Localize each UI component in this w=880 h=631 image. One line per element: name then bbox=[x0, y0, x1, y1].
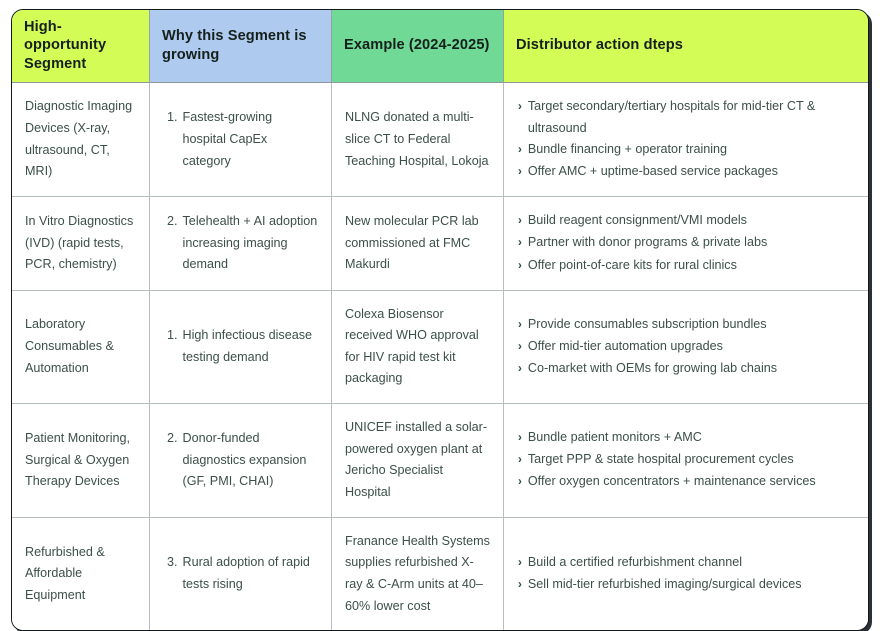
why-number: 2. bbox=[167, 214, 178, 228]
list-item: › Offer point-of-care kits for rural cli… bbox=[518, 255, 855, 277]
list-item: › Offer mid-tier automation upgrades bbox=[518, 336, 855, 358]
cell-why-growing: 2. Telehealth + AI adoption increasing i… bbox=[150, 197, 332, 291]
why-item: 2. Telehealth + AI adoption increasing i… bbox=[167, 211, 318, 276]
why-text: Telehealth + AI adoption increasing imag… bbox=[182, 214, 318, 272]
cell-distributor-actions: › Target secondary/tertiary hospitals fo… bbox=[504, 83, 868, 198]
action-step-text: Target PPP & state hospital procurement … bbox=[527, 452, 794, 467]
header-cell-example: Example (2024-2025) bbox=[332, 10, 504, 84]
header-cell-distributor-actions: Distributor action dteps bbox=[504, 10, 868, 84]
list-item: › Target secondary/tertiary hospitals fo… bbox=[518, 96, 855, 139]
why-number: 1. bbox=[167, 328, 178, 343]
action-step-text: Partner with donor programs & private la… bbox=[527, 235, 768, 250]
action-step-text: Provide consumables subscription bundles bbox=[527, 316, 767, 331]
cell-segment: Patient Monitoring, Surgical & Oxygen Th… bbox=[12, 404, 150, 518]
cell-segment: Diagnostic Imaging Devices (X-ray, ultra… bbox=[12, 83, 150, 198]
list-item: › Offer oxygen concentrators + maintenan… bbox=[518, 471, 855, 493]
chevron-right-icon: › bbox=[518, 453, 522, 467]
why-item: 1. Fastest-growing hospital CapEx catego… bbox=[167, 107, 318, 172]
table-row: Diagnostic Imaging Devices (X-ray, ultra… bbox=[12, 83, 868, 198]
cell-segment: Laboratory Consumables & Automation bbox=[12, 290, 150, 405]
why-number: 3. bbox=[167, 555, 178, 570]
high-opportunity-segment-table: High-opportunity Segment Why this Segmen… bbox=[11, 9, 869, 631]
chevron-right-icon: › bbox=[518, 236, 522, 250]
chevron-right-icon: › bbox=[518, 143, 522, 157]
why-number: 2. bbox=[167, 430, 178, 445]
cell-example: NLNG donated a multi-slice CT to Federal… bbox=[332, 83, 504, 198]
action-step-text: Target secondary/tertiary hospitals for … bbox=[527, 99, 816, 135]
table-header-row-group: High-opportunity Segment Why this Segmen… bbox=[12, 10, 868, 84]
list-item: › Build reagent consignment/VMI models bbox=[518, 210, 855, 232]
action-step-text: Offer point-of-care kits for rural clini… bbox=[527, 257, 737, 272]
chevron-right-icon: › bbox=[518, 100, 522, 114]
table-row: Refurbished & Affordable Equipment 3. Ru… bbox=[12, 517, 868, 631]
why-text: Fastest-growing hospital CapEx category bbox=[182, 110, 273, 168]
list-item: › Target PPP & state hospital procuremen… bbox=[518, 449, 855, 471]
action-step-text: Co-market with OEMs for growing lab chai… bbox=[527, 360, 778, 375]
cell-example: Colexa Biosensor received WHO approval f… bbox=[332, 290, 504, 405]
list-item: › Bundle patient monitors + AMC bbox=[518, 427, 855, 449]
list-item: › Provide consumables subscription bundl… bbox=[518, 314, 855, 336]
list-item: › Offer AMC + uptime-based service packa… bbox=[518, 161, 855, 183]
action-steps-list: › Target secondary/tertiary hospitals fo… bbox=[518, 96, 855, 183]
chevron-right-icon: › bbox=[518, 361, 522, 375]
cell-why-growing: 2. Donor-funded diagnostics expansion (G… bbox=[150, 404, 332, 518]
why-text: High infectious disease testing demand bbox=[182, 328, 313, 364]
chevron-right-icon: › bbox=[518, 317, 522, 331]
cell-example: New molecular PCR lab commissioned at FM… bbox=[332, 197, 504, 291]
why-text: Donor-funded diagnostics expansion (GF, … bbox=[182, 430, 307, 489]
action-steps-list: › Build a certified refurbishment channe… bbox=[518, 552, 855, 596]
action-step-text: Bundle financing + operator training bbox=[527, 142, 728, 157]
cell-example: Franance Health Systems supplies refurbi… bbox=[332, 517, 504, 631]
list-item: › Partner with donor programs & private … bbox=[518, 232, 855, 254]
list-item: › Co-market with OEMs for growing lab ch… bbox=[518, 358, 855, 380]
chevron-right-icon: › bbox=[518, 578, 522, 592]
why-number: 1. bbox=[167, 110, 178, 125]
why-item: 1. High infectious disease testing deman… bbox=[167, 325, 318, 368]
why-item: 2. Donor-funded diagnostics expansion (G… bbox=[167, 428, 318, 493]
chevron-right-icon: › bbox=[518, 339, 522, 353]
opportunity-matrix-container: High-opportunity Segment Why this Segmen… bbox=[11, 9, 869, 631]
cell-why-growing: 1. High infectious disease testing deman… bbox=[150, 290, 332, 405]
table-header-row: High-opportunity Segment Why this Segmen… bbox=[12, 10, 868, 84]
cell-distributor-actions: › Provide consumables subscription bundl… bbox=[504, 290, 868, 405]
cell-why-growing: 1. Fastest-growing hospital CapEx catego… bbox=[150, 83, 332, 198]
header-cell-segment: High-opportunity Segment bbox=[12, 10, 150, 84]
chevron-right-icon: › bbox=[518, 165, 522, 179]
cell-segment: Refurbished & Affordable Equipment bbox=[12, 517, 150, 631]
cell-segment: In Vitro Diagnostics (IVD) (rapid tests,… bbox=[12, 197, 150, 291]
action-steps-list: › Build reagent consignment/VMI models ›… bbox=[518, 210, 855, 276]
cell-why-growing: 3. Rural adoption of rapid tests rising bbox=[150, 517, 332, 631]
cell-distributor-actions: › Build a certified refurbishment channe… bbox=[504, 517, 868, 631]
action-step-text: Build a certified refurbishment channel bbox=[527, 555, 743, 570]
why-item: 3. Rural adoption of rapid tests rising bbox=[167, 552, 318, 595]
action-step-text: Offer oxygen concentrators + maintenance… bbox=[527, 474, 816, 489]
list-item: › Build a certified refurbishment channe… bbox=[518, 552, 855, 574]
action-step-text: Bundle patient monitors + AMC bbox=[527, 430, 702, 445]
table-row: Laboratory Consumables & Automation 1. H… bbox=[12, 290, 868, 405]
why-text: Rural adoption of rapid tests rising bbox=[182, 555, 310, 592]
action-steps-list: › Provide consumables subscription bundl… bbox=[518, 314, 855, 380]
action-step-text: Offer AMC + uptime-based service package… bbox=[527, 164, 778, 179]
chevron-right-icon: › bbox=[518, 258, 522, 272]
action-step-text: Sell mid-tier refurbished imaging/surgic… bbox=[527, 577, 802, 592]
action-steps-list: › Bundle patient monitors + AMC › Target… bbox=[518, 427, 855, 493]
cell-distributor-actions: › Build reagent consignment/VMI models ›… bbox=[504, 197, 868, 291]
header-cell-why-growing: Why this Segment is growing bbox=[150, 10, 332, 84]
chevron-right-icon: › bbox=[518, 214, 522, 228]
table-body: Diagnostic Imaging Devices (X-ray, ultra… bbox=[12, 83, 868, 631]
table-row: Patient Monitoring, Surgical & Oxygen Th… bbox=[12, 404, 868, 518]
list-item: › Sell mid-tier refurbished imaging/surg… bbox=[518, 574, 855, 596]
action-step-text: Build reagent consignment/VMI models bbox=[527, 213, 747, 228]
list-item: › Bundle financing + operator training bbox=[518, 139, 855, 161]
chevron-right-icon: › bbox=[518, 475, 522, 489]
cell-example: UNICEF installed a solar-powered oxygen … bbox=[332, 404, 504, 518]
chevron-right-icon: › bbox=[518, 556, 522, 570]
table-row: In Vitro Diagnostics (IVD) (rapid tests,… bbox=[12, 197, 868, 291]
cell-distributor-actions: › Bundle patient monitors + AMC › Target… bbox=[504, 404, 868, 518]
chevron-right-icon: › bbox=[518, 431, 522, 445]
action-step-text: Offer mid-tier automation upgrades bbox=[527, 338, 723, 353]
